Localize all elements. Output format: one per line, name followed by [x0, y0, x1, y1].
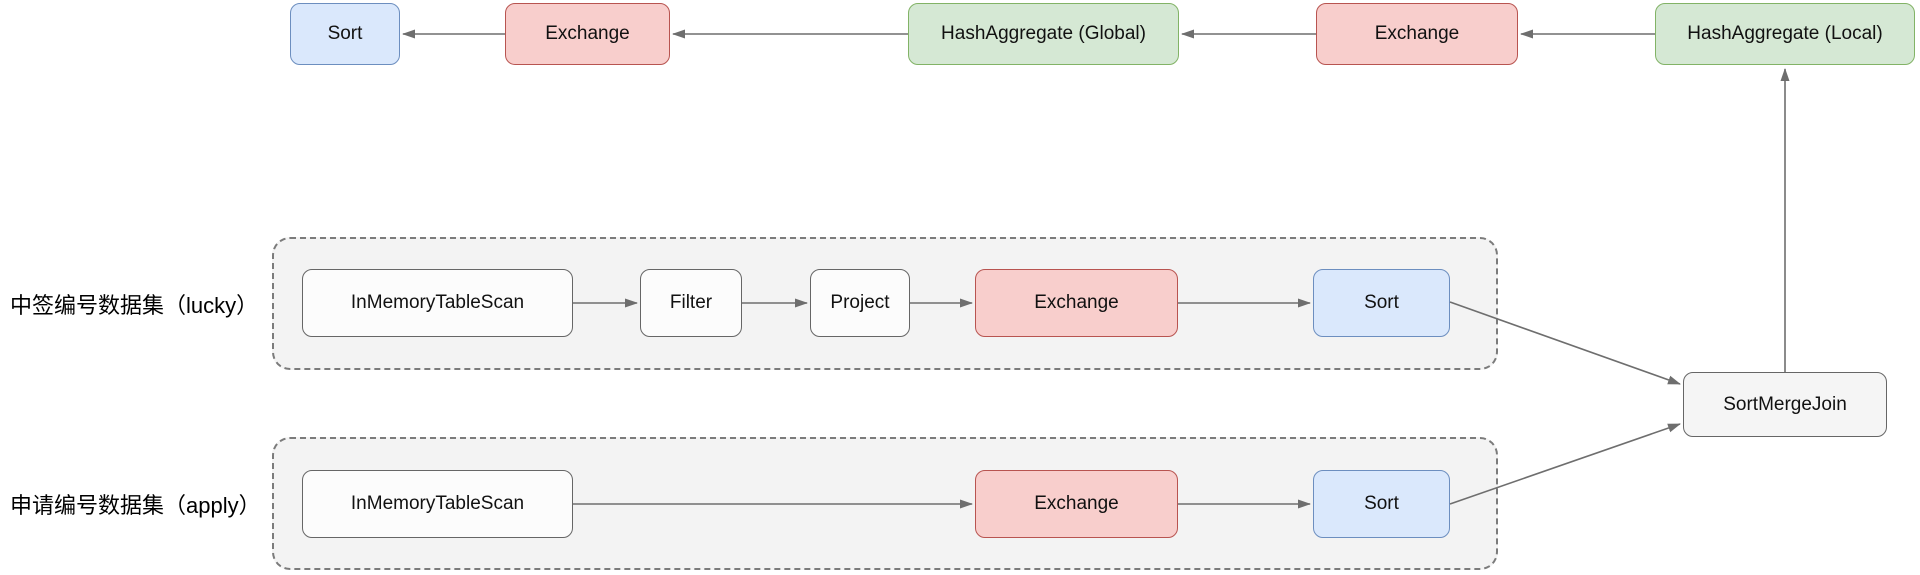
- node-sortmergejoin: SortMergeJoin: [1683, 372, 1887, 437]
- group-label-lucky: 中签编号数据集（lucky）: [10, 292, 259, 318]
- node-sort-lucky: Sort: [1313, 269, 1450, 337]
- node-sort-final: Sort: [290, 3, 400, 65]
- node-project-lucky: Project: [810, 269, 910, 337]
- node-inmemorytablescan-apply: InMemoryTableScan: [302, 470, 573, 538]
- node-filter-lucky: Filter: [640, 269, 742, 337]
- node-exchange-final: Exchange: [505, 3, 670, 65]
- node-sort-apply: Sort: [1313, 470, 1450, 538]
- group-label-apply: 申请编号数据集（apply）: [10, 492, 261, 518]
- node-exchange-shuffle: Exchange: [1316, 3, 1518, 65]
- node-hashaggregate-global: HashAggregate (Global): [908, 3, 1179, 65]
- node-inmemorytablescan-lucky: InMemoryTableScan: [302, 269, 573, 337]
- node-exchange-apply: Exchange: [975, 470, 1178, 538]
- node-hashaggregate-local: HashAggregate (Local): [1655, 3, 1915, 65]
- node-exchange-lucky: Exchange: [975, 269, 1178, 337]
